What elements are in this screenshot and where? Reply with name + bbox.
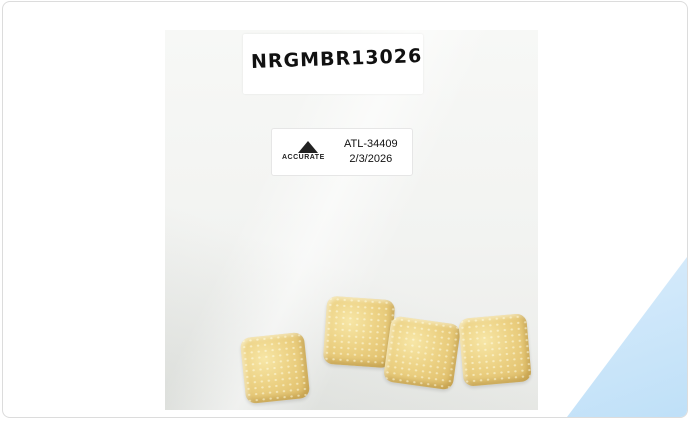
lab-sticker-text: ATL-34409 2/3/2026 bbox=[344, 137, 398, 167]
handwritten-label-text: NRGMBR13026 bbox=[250, 45, 423, 73]
gummy bbox=[239, 331, 311, 405]
gummy bbox=[458, 313, 532, 387]
accurate-logo: ACCURATE bbox=[282, 141, 336, 167]
logo-triangle-icon bbox=[298, 141, 318, 153]
sample-date: 2/3/2026 bbox=[349, 153, 393, 165]
logo-wordmark: ACCURATE bbox=[282, 154, 325, 161]
gummy bbox=[382, 315, 462, 391]
corner-accent bbox=[567, 257, 687, 417]
product-photo: NRGMBR13026 ACCURATE ATL-34409 2/3/2026 bbox=[165, 30, 538, 410]
handwritten-sample-label: NRGMBR13026 bbox=[243, 34, 423, 94]
gummy bbox=[322, 295, 396, 369]
lab-sticker: ACCURATE ATL-34409 2/3/2026 bbox=[271, 128, 413, 176]
sample-id: ATL-34409 bbox=[344, 138, 398, 150]
